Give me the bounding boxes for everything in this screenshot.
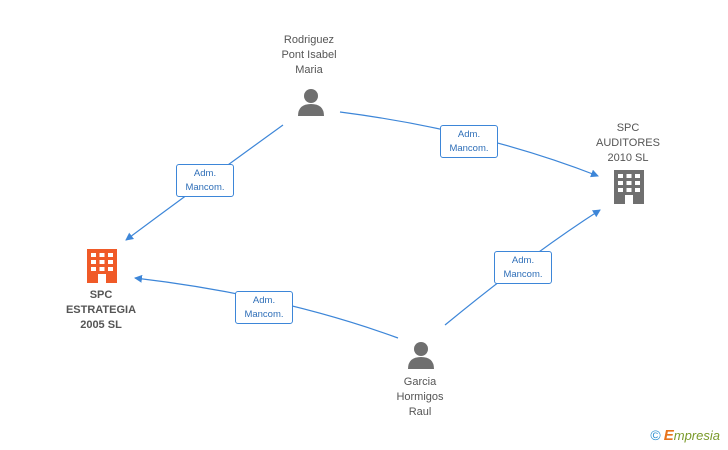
node-label-line: Rodriguez: [283, 34, 335, 46]
building-icon[interactable]: [614, 170, 644, 204]
node-label-line: Garcia: [403, 376, 437, 388]
edge-label-rodriguez-auditores: Adm. Mancom.: [440, 125, 498, 158]
edge-label-garcia-estrategia: Adm. Mancom.: [235, 291, 293, 324]
edge-label-line: Adm.: [193, 168, 217, 179]
edge-label-line: Mancom.: [185, 182, 225, 193]
edge-label-garcia-auditores: Adm. Mancom.: [494, 251, 552, 284]
node-label-line: Maria: [295, 64, 323, 76]
copyright-icon: ©: [650, 427, 661, 443]
edge-label-line: Mancom.: [244, 309, 284, 320]
building-icon[interactable]: [87, 249, 117, 283]
edge-label-line: Mancom.: [503, 269, 543, 280]
node-label-spc-estrategia[interactable]: SPC ESTRATEGIA 2005 SL: [51, 288, 151, 333]
node-label-line: ESTRATEGIA: [65, 304, 137, 316]
person-icon[interactable]: [298, 89, 324, 116]
node-label-line: 2005 SL: [80, 319, 122, 331]
node-label-line: AUDITORES: [596, 137, 660, 149]
person-icon[interactable]: [408, 342, 434, 369]
node-label-line: Raul: [408, 406, 432, 418]
brand-logo-text: mpresia: [673, 428, 720, 443]
node-label-garcia[interactable]: Garcia Hormigos Raul: [370, 375, 470, 420]
node-label-rodriguez[interactable]: Rodriguez Pont Isabel Maria: [259, 33, 359, 78]
node-label-spc-auditores[interactable]: SPC AUDITORES 2010 SL: [578, 121, 678, 166]
edge-label-line: Adm.: [511, 255, 535, 266]
edge-label-line: Adm.: [252, 295, 276, 306]
edge-label-rodriguez-estrategia: Adm. Mancom.: [176, 164, 234, 197]
node-label-line: Hormigos: [396, 391, 444, 403]
brand-logo: ©Empresia: [650, 427, 720, 444]
edge-label-line: Adm.: [457, 129, 481, 140]
edge-label-line: Mancom.: [449, 143, 489, 154]
brand-logo-e: E: [663, 427, 674, 444]
node-label-line: SPC: [616, 122, 640, 134]
node-label-line: SPC: [89, 289, 113, 301]
node-label-line: Pont Isabel: [281, 49, 337, 61]
node-label-line: 2010 SL: [607, 152, 649, 164]
